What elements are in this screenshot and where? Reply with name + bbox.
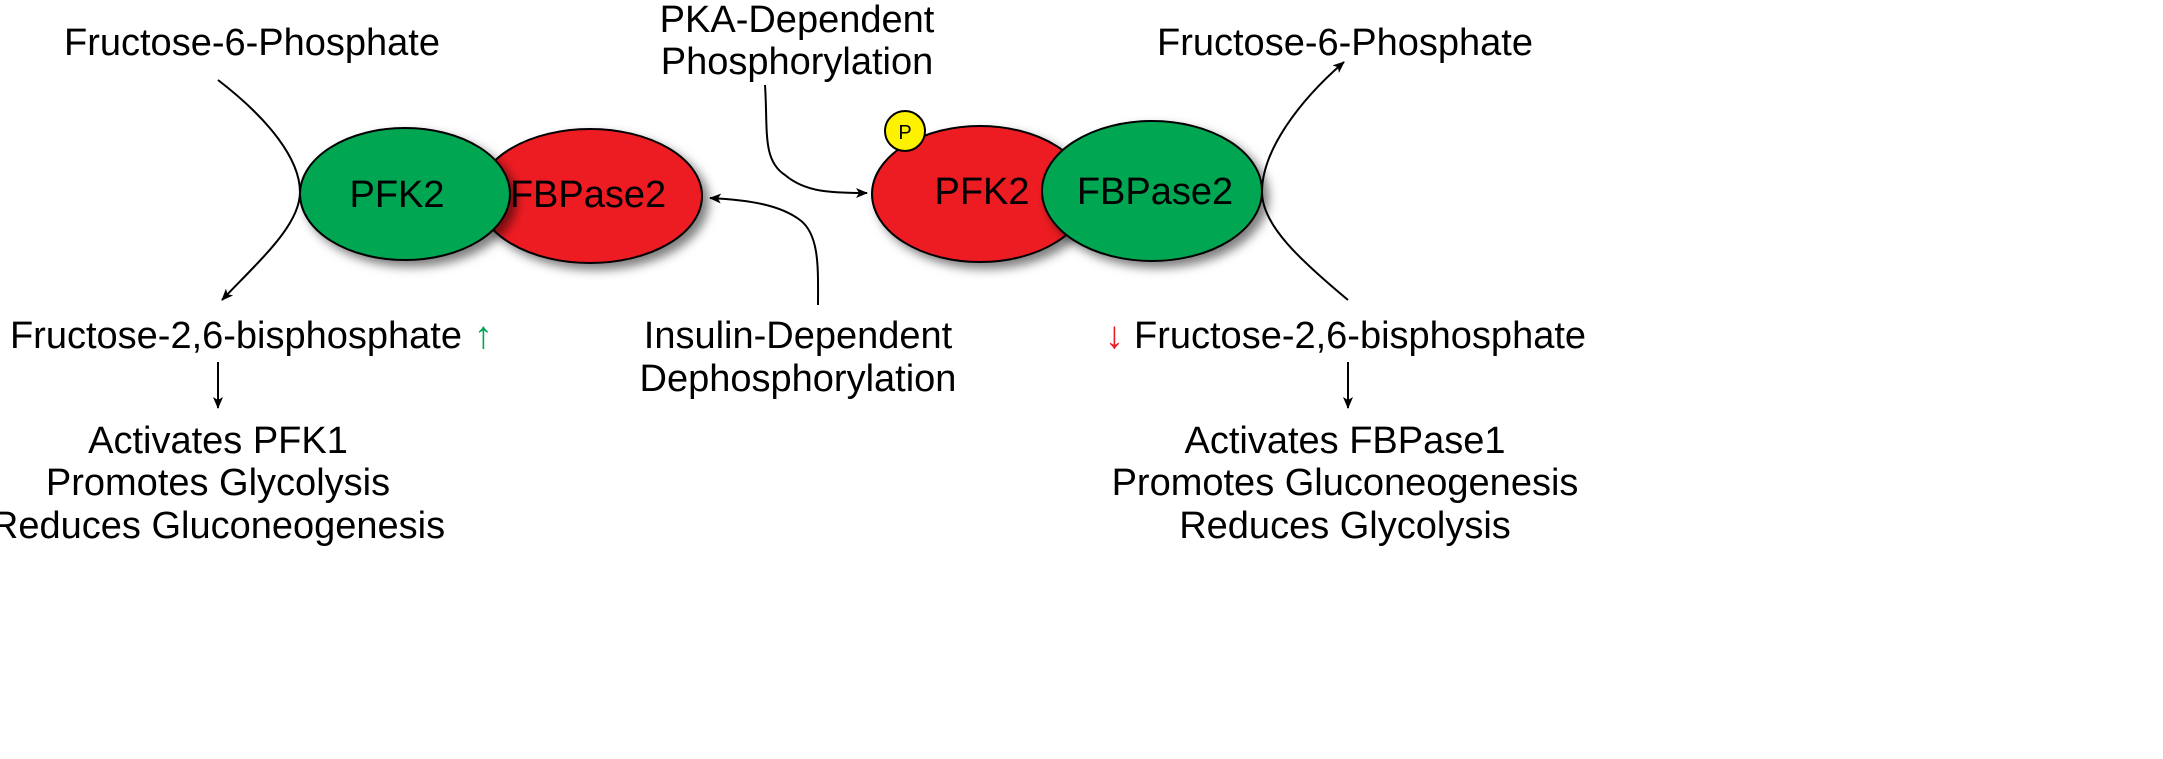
- left-pfk2-label: PFK2: [349, 174, 444, 216]
- right-effect-1: Activates FBPase1: [1184, 420, 1505, 462]
- left-effect-3: Reduces Gluconeogenesis: [0, 505, 445, 547]
- right-product-label: Fructose-2,6-bisphosphate: [1134, 315, 1586, 357]
- right-effect-2: Promotes Gluconeogenesis: [1112, 462, 1579, 504]
- right-fbpase2-label: FBPase2: [1077, 171, 1233, 213]
- left-effect-2: Promotes Glycolysis: [46, 462, 390, 504]
- pka-label-line1: PKA-Dependent: [660, 0, 935, 41]
- up-arrow-icon: ↑: [474, 315, 493, 357]
- insulin-label-line1: Insulin-Dependent: [644, 315, 953, 357]
- left-fbpase2-label: FBPase2: [510, 174, 666, 216]
- insulin-label-line2: Dephosphorylation: [640, 358, 957, 400]
- left-pfk2-domain: [299, 127, 511, 261]
- phosphorylation-arrow: [764, 84, 868, 198]
- phosphate-icon: [884, 110, 926, 152]
- right-pfk2-label: PFK2: [934, 171, 1029, 213]
- down-arrow-icon: ↓: [1105, 315, 1124, 357]
- left-conversion-arrow: [217, 79, 302, 301]
- right-substrate-label: Fructose-6-Phosphate: [1157, 22, 1533, 64]
- pka-label-line2: Phosphorylation: [661, 41, 934, 83]
- left-effect-1: Activates PFK1: [88, 420, 348, 462]
- left-substrate-label: Fructose-6-Phosphate: [64, 22, 440, 64]
- left-product-label: Fructose-2,6-bisphosphate: [10, 315, 462, 357]
- right-effect-3: Reduces Glycolysis: [1179, 505, 1511, 547]
- phosphate-label: P: [898, 122, 911, 144]
- right-conversion-arrow: [1260, 61, 1349, 301]
- dephosphorylation-arrow: [709, 193, 820, 306]
